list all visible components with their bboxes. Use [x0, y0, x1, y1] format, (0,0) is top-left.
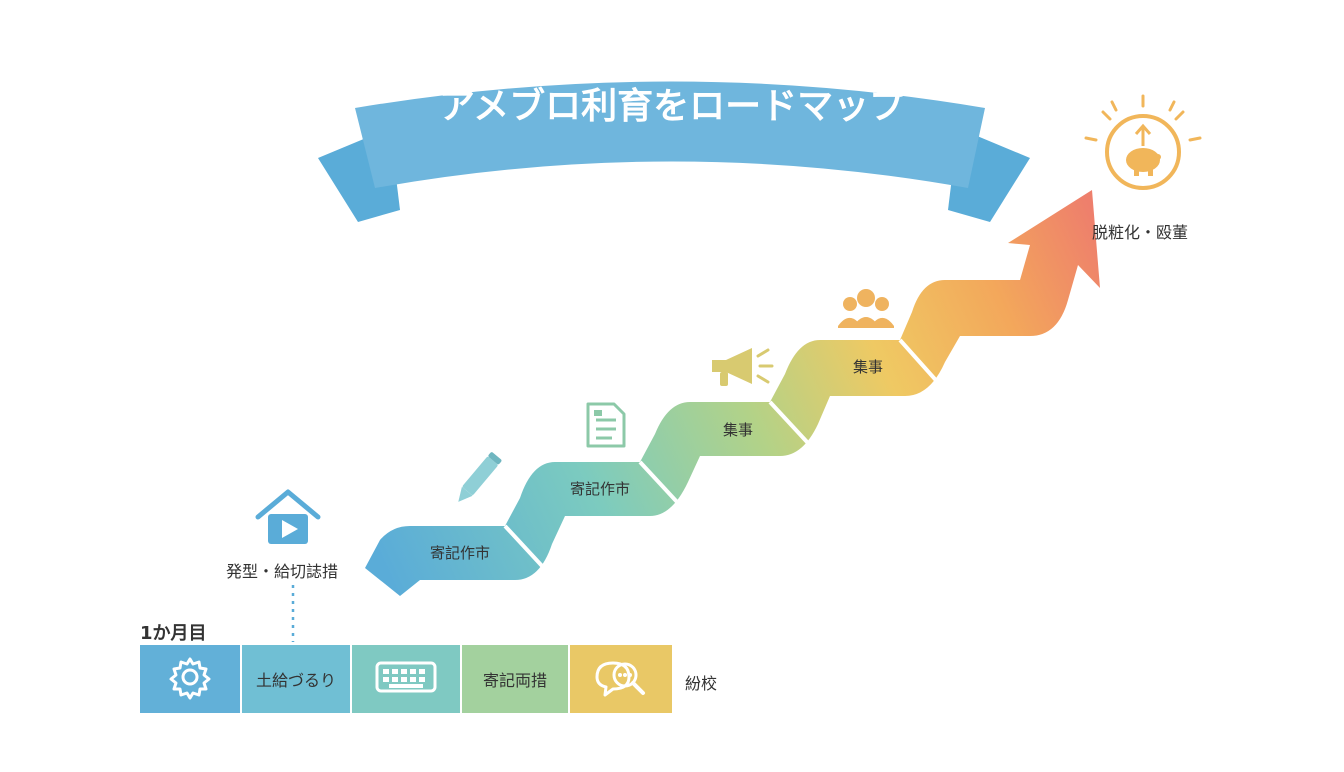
timeline-cell-keyboard — [352, 645, 462, 713]
goal-label: 脱粧化・殴董 — [1092, 223, 1189, 242]
pencil-icon — [458, 452, 502, 502]
stair-shape — [365, 190, 1100, 596]
step-label: 集事 — [853, 358, 883, 376]
timeline-cell-article: 寄記両措 — [462, 645, 570, 713]
step-label: 集事 — [723, 421, 753, 439]
people-icon — [838, 289, 894, 328]
banner-title: アメブロ利育をロードマップ — [439, 85, 905, 127]
timeline-bar: 土給づるり 寄記両措 — [140, 645, 672, 713]
timeline-cell-gear — [140, 645, 242, 713]
stair-divider — [638, 460, 692, 518]
title-banner: アメブロ利育をロードマップ — [318, 81, 1030, 222]
megaphone-icon — [712, 348, 774, 386]
search-chat-icon — [591, 653, 651, 705]
start-label: 発型・給切誌措 — [226, 562, 339, 581]
timeline-cell-search — [570, 645, 672, 713]
gear-icon — [166, 653, 214, 705]
step-label: 寄記作市 — [570, 480, 630, 498]
keyboard-icon — [375, 659, 437, 699]
step-label: 寄記作市 — [430, 544, 490, 562]
banner-body — [355, 81, 985, 188]
home-video-icon — [255, 489, 321, 544]
month-label: 1か月目 — [140, 623, 207, 644]
stair-divider — [768, 400, 822, 458]
stair-divider — [898, 338, 952, 398]
document-icon — [586, 402, 626, 448]
timeline-cell-setup: 土給づるり — [242, 645, 352, 713]
stair-arrow: 寄記作市 寄記作市 集事 集事 — [365, 190, 1100, 596]
piggy-bank-icon — [1084, 94, 1202, 190]
stair-divider — [503, 524, 557, 582]
timeline-end-label: 紛校 — [685, 674, 718, 693]
